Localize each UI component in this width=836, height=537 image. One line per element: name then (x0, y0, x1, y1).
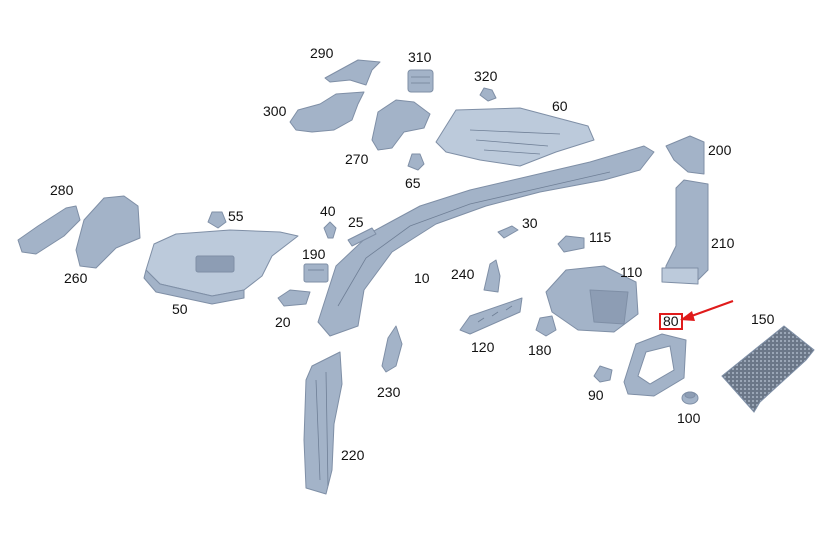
part-50[interactable] (143, 229, 299, 305)
callout-60[interactable]: 60 (552, 98, 568, 114)
callout-120[interactable]: 120 (471, 339, 495, 355)
part-210[interactable] (661, 179, 709, 285)
part-90[interactable] (593, 365, 613, 383)
part-120[interactable] (459, 297, 523, 335)
part-320[interactable] (479, 87, 497, 102)
part-290[interactable] (324, 59, 381, 86)
part-150[interactable] (721, 325, 815, 413)
part-55[interactable] (207, 211, 227, 229)
callout-150[interactable]: 150 (751, 311, 775, 327)
callout-10[interactable]: 10 (414, 270, 430, 286)
callout-210[interactable]: 210 (711, 235, 735, 251)
callout-190[interactable]: 190 (302, 246, 326, 262)
part-20[interactable] (277, 289, 311, 307)
callout-40[interactable]: 40 (320, 203, 336, 219)
part-240[interactable] (483, 259, 501, 293)
callout-100[interactable]: 100 (677, 410, 701, 426)
part-30[interactable] (497, 225, 519, 239)
part-280[interactable] (17, 205, 81, 255)
callout-30[interactable]: 30 (522, 215, 538, 231)
callout-20[interactable]: 20 (275, 314, 291, 330)
part-270[interactable] (371, 99, 431, 151)
callout-115[interactable]: 115 (589, 229, 612, 245)
part-60[interactable] (435, 107, 595, 167)
callout-65[interactable]: 65 (405, 175, 421, 191)
part-115[interactable] (557, 235, 585, 253)
callout-270[interactable]: 270 (345, 151, 369, 167)
part-25[interactable] (347, 227, 377, 247)
callout-25[interactable]: 25 (348, 214, 364, 230)
part-200[interactable] (665, 135, 705, 175)
callout-90[interactable]: 90 (588, 387, 604, 403)
callout-50[interactable]: 50 (172, 301, 188, 317)
part-300[interactable] (289, 91, 365, 133)
callout-180[interactable]: 180 (528, 342, 552, 358)
callout-260[interactable]: 260 (64, 270, 88, 286)
callout-240[interactable]: 240 (451, 266, 475, 282)
part-10[interactable] (317, 145, 655, 337)
callout-280[interactable]: 280 (50, 182, 74, 198)
part-100[interactable] (681, 391, 699, 405)
part-260[interactable] (75, 195, 141, 269)
callout-320[interactable]: 320 (474, 68, 498, 84)
callout-80[interactable]: 80 (659, 313, 683, 330)
part-230[interactable] (381, 325, 403, 373)
callout-290[interactable]: 290 (310, 45, 334, 61)
callout-230[interactable]: 230 (377, 384, 401, 400)
callout-300[interactable]: 300 (263, 103, 287, 119)
callout-220[interactable]: 220 (341, 447, 365, 463)
callout-110[interactable]: 110 (620, 264, 643, 280)
part-190[interactable] (303, 263, 329, 283)
part-110[interactable] (545, 265, 639, 333)
part-180[interactable] (535, 315, 557, 337)
highlight-arrow-head (680, 311, 695, 321)
highlight-arrow-shaft (685, 299, 734, 320)
part-65[interactable] (407, 153, 425, 171)
callout-310[interactable]: 310 (408, 49, 432, 65)
callout-55[interactable]: 55 (228, 208, 244, 224)
callout-200[interactable]: 200 (708, 142, 732, 158)
part-220[interactable] (303, 351, 343, 495)
part-40[interactable] (323, 221, 337, 239)
part-80[interactable] (623, 333, 687, 397)
part-310[interactable] (407, 69, 434, 93)
